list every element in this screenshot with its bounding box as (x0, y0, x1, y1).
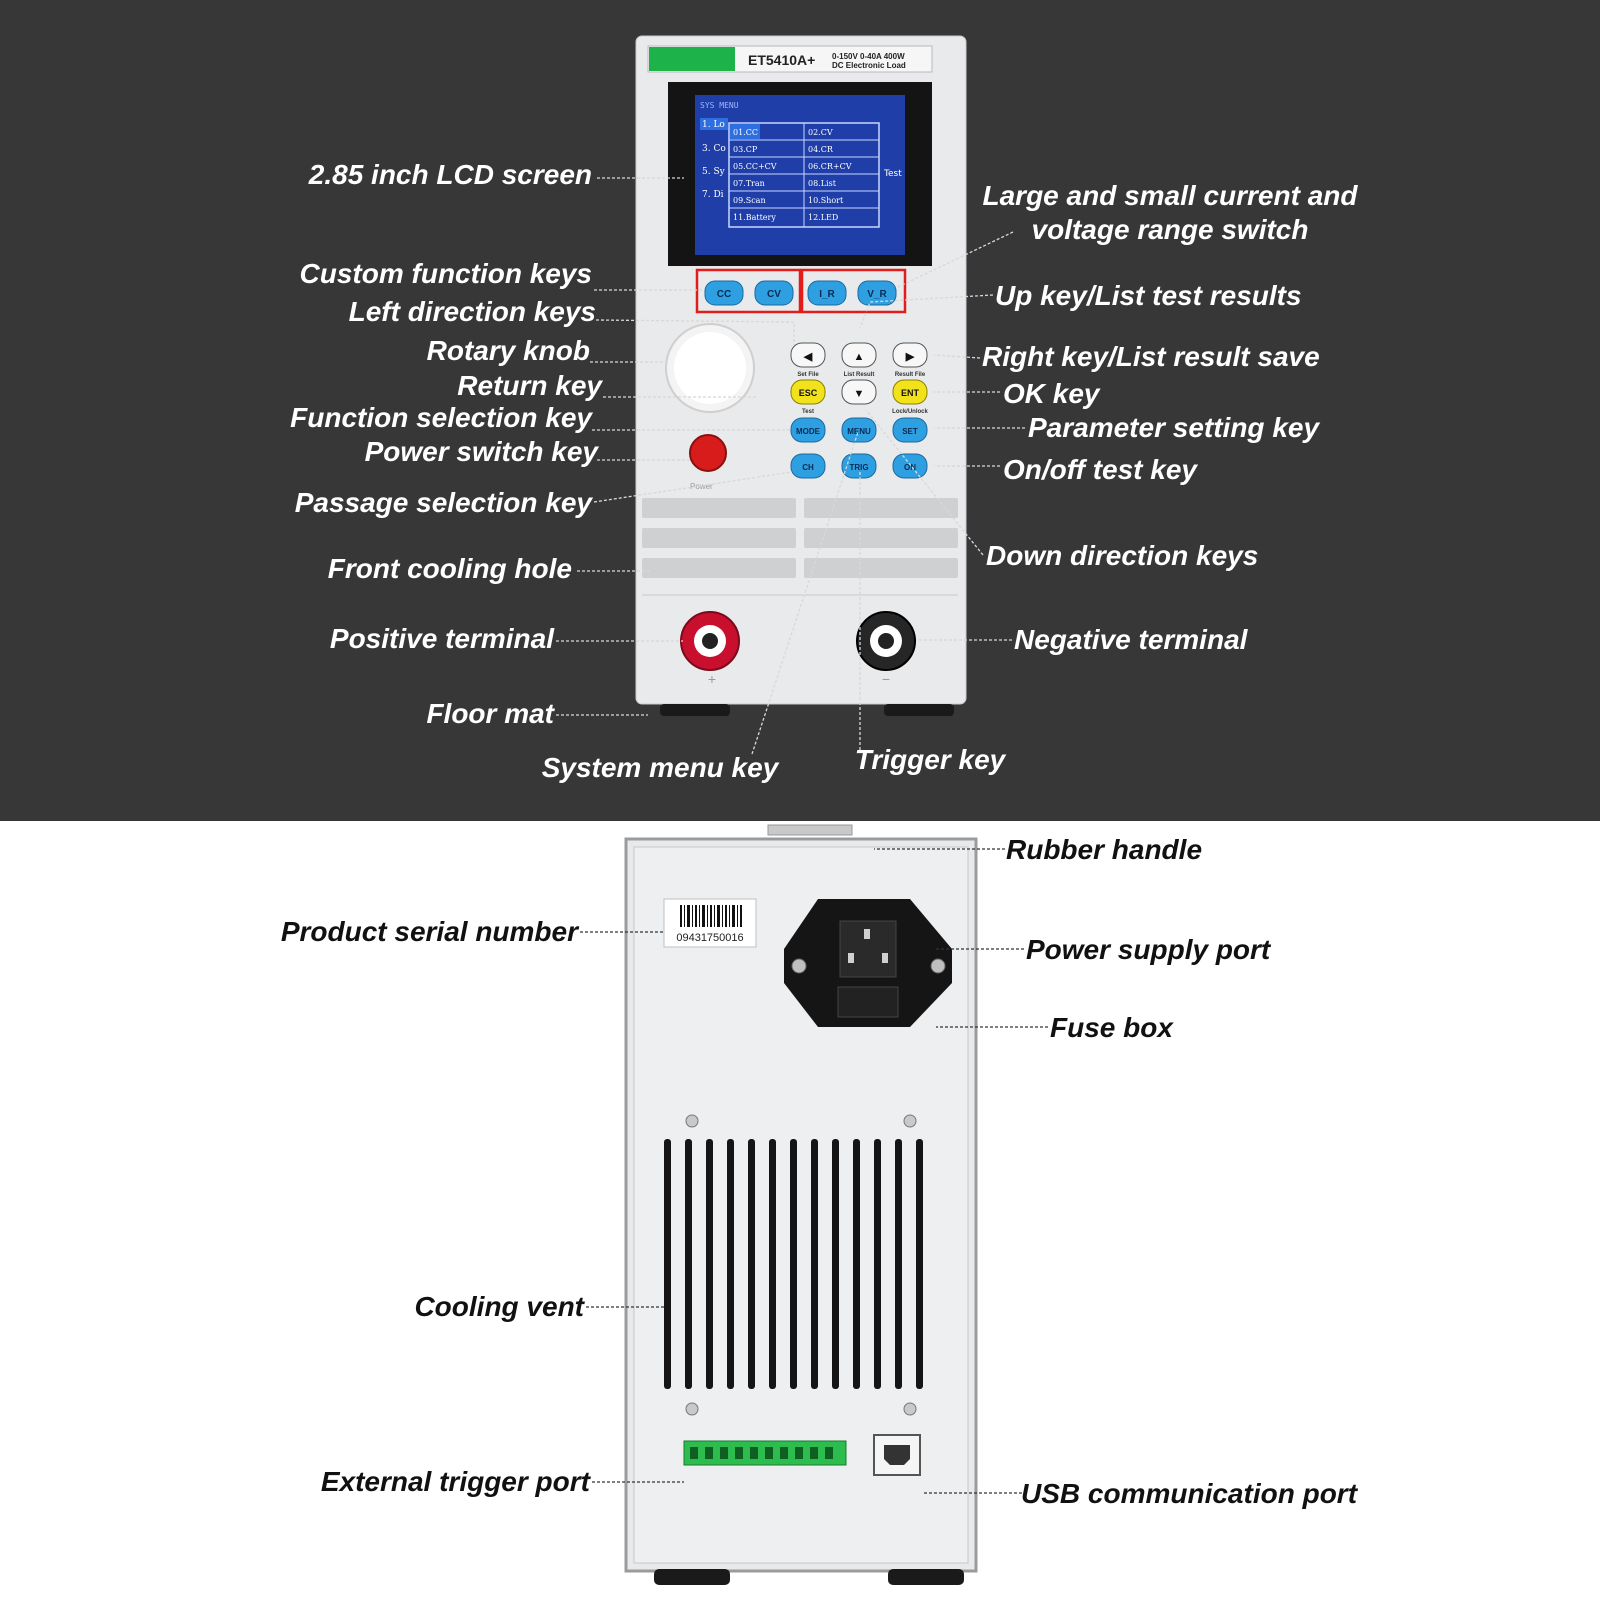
lcd-grid-cell: 03.CP (733, 145, 758, 154)
vr-key-label: V_R (867, 289, 887, 300)
lcd-grid-cell: 05.CC+CV (733, 162, 777, 171)
label-power-supply-port: Power supply port (1026, 934, 1271, 965)
label-product-serial-number: Product serial number (280, 916, 578, 947)
label-front-cooling-hole: Front cooling hole (327, 553, 572, 584)
label-floor-mat: Floor mat (426, 698, 554, 729)
cv-key (754, 280, 794, 306)
label-up-key: Up key/List test results (995, 280, 1302, 311)
right-arrow-key: ▶ (905, 351, 915, 363)
cc-key (704, 280, 744, 306)
spec-line-2: DC Electronic Load (832, 61, 906, 70)
label-positive-terminal: Positive terminal (329, 623, 554, 654)
label-system-menu-key: System menu key (541, 752, 779, 783)
rear-view-panel: 09431750016 (0, 821, 1600, 1600)
floor-mat (884, 704, 954, 716)
label-range-switch-line2: voltage range switch (1031, 214, 1309, 245)
lcd-left-item: 7. Di (702, 190, 724, 200)
label-right-key: Right key/List result save (982, 341, 1320, 372)
label-range-switch-line1: Large and small current and (982, 180, 1358, 211)
rubber-handle (767, 824, 853, 836)
list-result-caption: List Result (844, 372, 875, 378)
on-key: ON (904, 463, 916, 472)
label-trigger-key: Trigger key (854, 744, 1006, 775)
lcd-grid-cell: 07.Tran (733, 179, 765, 188)
down-arrow-key: ▼ (854, 388, 865, 400)
ir-key-label: I_R (819, 289, 835, 300)
power-switch (689, 434, 727, 472)
front-view-panel: ET5410A+ 0-150V 0-40A 400W DC Electronic… (0, 0, 1600, 821)
lcd-grid-cell: 02.CV (808, 128, 833, 137)
label-cooling-vent: Cooling vent (414, 1291, 584, 1322)
serial-number: 09431750016 (676, 932, 743, 944)
label-external-trigger-port: External trigger port (320, 1466, 590, 1497)
lcd-left-item: 5. Sy (702, 167, 726, 177)
label-return-key: Return key (457, 370, 602, 401)
minus-mark: − (882, 671, 890, 687)
label-fuse-box: Fuse box (1050, 1012, 1173, 1043)
label-onoff-test-key: On/off test key (1003, 454, 1197, 485)
lcd-grid-cell: 11.Battery (733, 213, 776, 222)
set-key: SET (902, 427, 918, 436)
spec-line-1: 0-150V 0-40A 400W (832, 52, 905, 61)
up-arrow-key: ▲ (854, 351, 865, 363)
label-ok-key: OK key (1003, 378, 1100, 409)
floor-mat (660, 704, 730, 716)
lcd-grid-cell: 12.LED (808, 213, 838, 222)
label-negative-terminal: Negative terminal (1014, 624, 1248, 655)
barcode-icon (680, 905, 742, 927)
label-left-direction-keys: Left direction keys (348, 296, 596, 327)
cv-key-label: CV (767, 289, 781, 300)
label-rotary-knob: Rotary knob (426, 335, 590, 366)
label-parameter-setting-key: Parameter setting key (1028, 412, 1320, 443)
lcd-grid-cell: 10.Short (808, 196, 844, 205)
lcd-grid-cell: 01.CC (733, 128, 758, 137)
lcd-grid-cell: 08.List (808, 179, 837, 188)
ir-key (807, 280, 847, 306)
lock-unlock-caption: Lock/Unlock (892, 409, 928, 415)
lcd-side-label: Test (883, 169, 902, 179)
result-file-caption: Result File (895, 372, 926, 378)
ent-key: ENT (901, 388, 920, 398)
front-cooling-hole (642, 498, 958, 578)
label-power-switch-key: Power switch key (364, 436, 598, 467)
lcd-grid-cell: 09.Scan (733, 196, 766, 205)
lcd-grid-cell: 06.CR+CV (808, 162, 852, 171)
label-lcd-screen: 2.85 inch LCD screen (308, 159, 592, 190)
vr-key (857, 280, 897, 306)
cooling-vent (664, 1139, 923, 1389)
label-usb-communication-port: USB communication port (1021, 1478, 1358, 1509)
range-keys-frame (800, 268, 907, 314)
esc-key: ESC (799, 388, 818, 398)
label-rubber-handle: Rubber handle (1006, 834, 1203, 865)
rear-device-illustration: 09431750016 (580, 824, 1048, 1585)
test-caption: Test (802, 409, 814, 415)
set-file-caption: Set File (797, 372, 819, 378)
power-caption: Power (690, 482, 713, 491)
lcd-left-item: 1. Lo (702, 120, 725, 130)
cc-key-label: CC (717, 289, 731, 300)
label-down-direction-keys: Down direction keys (986, 540, 1259, 571)
plus-mark: + (708, 671, 716, 687)
lcd-left-item: 3. Co (702, 144, 726, 154)
brand-green-band (649, 47, 735, 71)
mode-key: MODE (796, 427, 821, 436)
ch-key: CH (802, 463, 814, 472)
fuse-box (837, 986, 899, 1018)
lcd-title: SYS MENU (700, 101, 739, 110)
label-passage-selection-key: Passage selection key (294, 487, 592, 518)
menu-key: MENU (847, 427, 871, 436)
lcd-grid-cell: 04.CR (808, 145, 834, 154)
front-device-illustration: ET5410A+ 0-150V 0-40A 400W DC Electronic… (556, 35, 1025, 755)
label-function-selection-key: Function selection key (290, 402, 592, 433)
left-arrow-key: ◀ (803, 351, 813, 363)
custom-keys-frame (695, 268, 802, 314)
model-label: ET5410A+ (748, 52, 815, 68)
label-custom-function-keys: Custom function keys (299, 258, 592, 289)
trig-key: TRIG (849, 463, 868, 472)
